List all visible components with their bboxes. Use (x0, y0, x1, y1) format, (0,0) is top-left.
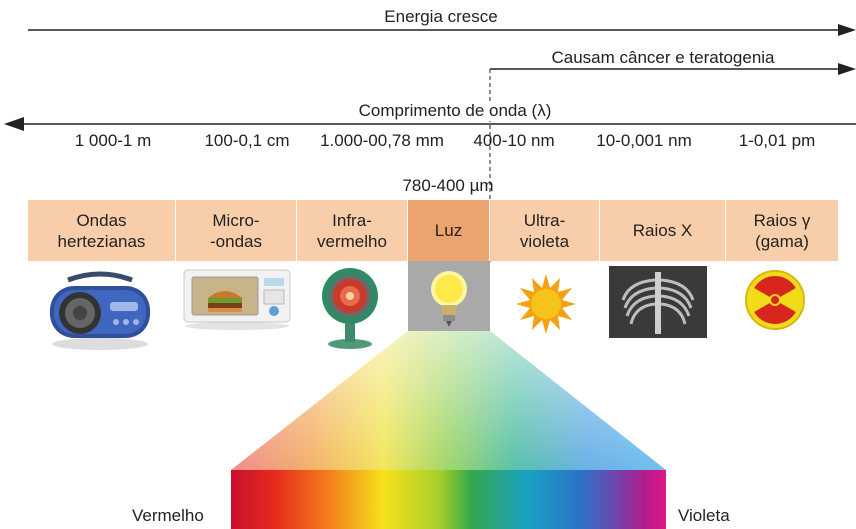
wavelength-label: Comprimento de onda (λ) (356, 101, 554, 121)
band-radio-waves: Ondas hertezianas (28, 200, 176, 261)
band-microwaves: Micro- -ondas (176, 200, 297, 261)
wavelength-arrow-head (4, 117, 24, 131)
energy-label: Energia cresce (384, 7, 498, 26)
microwave-icon (183, 269, 291, 330)
band-xrays: Raios X (600, 200, 726, 261)
range-label: 1.000-00,78 mm (320, 131, 444, 150)
energy-arrow-head (838, 24, 856, 36)
radio-icon (50, 271, 150, 350)
band-visible-light: Luz (408, 200, 490, 261)
red-label: Vermelho (132, 506, 204, 525)
band-infrared: Infra- vermelho (297, 200, 408, 261)
range-label: 1-0,01 pm (738, 131, 816, 150)
violet-label: Violeta (678, 506, 730, 525)
range-label: 400-10 nm (473, 131, 555, 150)
sun-icon (516, 274, 576, 334)
spectrum-fan-fade (231, 331, 666, 470)
spectrum-bar (231, 470, 666, 529)
heater-icon (322, 268, 378, 349)
range-label: 100-0,1 cm (204, 131, 290, 150)
range-label: 1 000-1 m (74, 131, 152, 150)
cancer-label: Causam câncer e teratogenia (551, 48, 775, 67)
band-ultraviolet: Ultra- violeta (490, 200, 600, 261)
radiation-icon (745, 270, 805, 330)
visible-range-label: 780-400 µm (402, 176, 494, 195)
cancer-arrow-head (838, 63, 856, 75)
lightbulb-icon (431, 271, 467, 327)
band-gamma-rays: Raios γ (gama) (726, 200, 838, 261)
range-label: 10-0,001 nm (596, 131, 692, 150)
xray-icon (609, 266, 707, 338)
